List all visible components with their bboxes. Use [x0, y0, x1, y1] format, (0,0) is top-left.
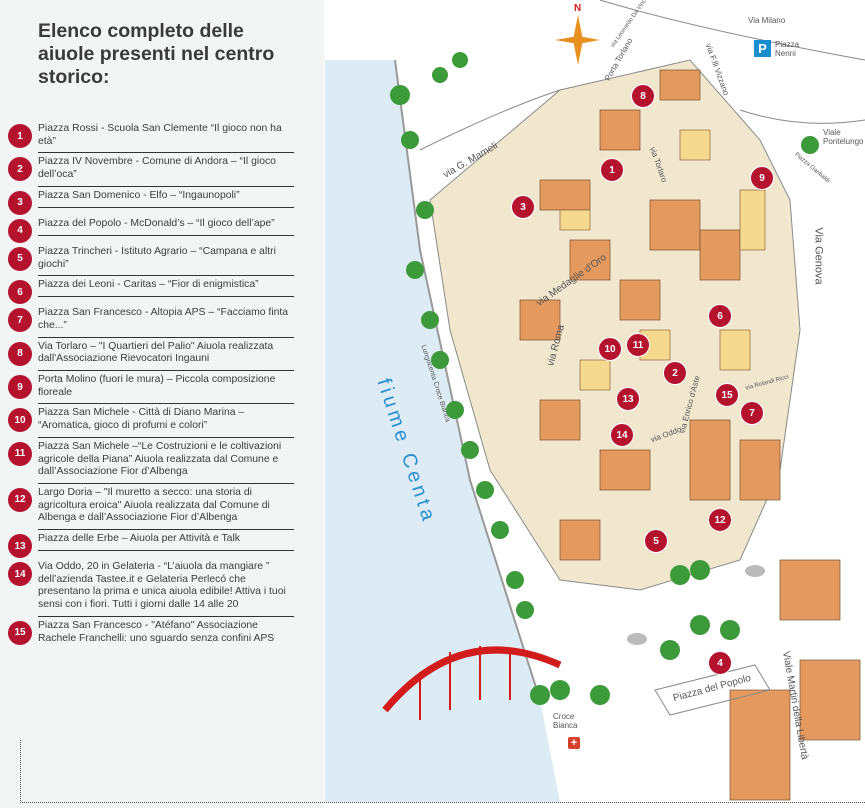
map-marker-3[interactable]: 3 [511, 195, 535, 219]
label-piazza-nenni: Piazza Nenni [775, 40, 800, 58]
list-item-text: Piazza San Francesco - Altopia APS – “Fa… [38, 304, 294, 338]
list-item: 4 Piazza del Popolo - McDonald’s – “Il gi… [8, 215, 294, 243]
map-marker-14[interactable]: 14 [610, 423, 634, 447]
marker-number-badge: 3 [8, 190, 32, 215]
compass-north-label: N [574, 3, 582, 14]
list-item-text: Piazza Trincheri - Istituto Agrario – “C… [38, 243, 294, 277]
marker-number-badge: 4 [8, 218, 32, 243]
parking-icon: P [754, 40, 771, 57]
label-viale-pontelungo: Viale Pontelungo [823, 128, 864, 146]
list-item-text: Largo Doria – "Il muretto a secco: una s… [38, 484, 294, 531]
map-marker-2[interactable]: 2 [663, 361, 687, 385]
red-bridge [382, 646, 562, 713]
marker-number-badge: 14 [8, 562, 32, 587]
dotted-border [20, 740, 21, 803]
map-marker-9[interactable]: 9 [750, 166, 774, 190]
list-item-text: Piazza del Popolo - McDonald’s – “Il gio… [38, 215, 294, 236]
list-item: 13 Piazza delle Erbe – Aiuola per Attivit… [8, 530, 294, 559]
list-item-text: Porta Molino (fuori le mura) – Piccola c… [38, 371, 294, 405]
marker-number-badge: 11 [8, 441, 32, 466]
marker-number-badge: 7 [8, 308, 32, 333]
marker-number-badge: 5 [8, 246, 32, 271]
list-item: 6 Piazza dei Leoni - Caritas – “Fior di e… [8, 276, 294, 305]
label-via-genova: Via Genova [812, 227, 825, 285]
map-marker-1[interactable]: 1 [600, 158, 624, 182]
map-marker-6[interactable]: 6 [708, 304, 732, 328]
marker-number-badge: 12 [8, 487, 32, 512]
list-item-text: Piazza San Francesco - "Atéfano" Associa… [38, 619, 275, 644]
map-marker-10[interactable]: 10 [598, 337, 622, 361]
map-marker-4[interactable]: 4 [708, 651, 732, 675]
legend-panel: Elenco completo delle aiuole presenti ne… [0, 0, 324, 808]
map-marker-12[interactable]: 12 [708, 508, 732, 532]
map-marker-7[interactable]: 7 [740, 401, 764, 425]
label-via-milano: Via Milano [748, 16, 786, 25]
marker-number-badge: 13 [8, 534, 32, 559]
map-marker-13[interactable]: 13 [616, 387, 640, 411]
label-croce-bianca: Croce Bianca [553, 712, 578, 730]
legend-title: Elenco completo delle aiuole presenti ne… [38, 20, 275, 88]
marker-number-badge: 2 [8, 157, 32, 182]
map-marker-15[interactable]: 15 [715, 383, 739, 407]
list-item: 3 Piazza San Domenico - Elfo – “Ingaunopo… [8, 187, 294, 215]
map-marker-8[interactable]: 8 [631, 84, 655, 108]
historic-center-map: N [324, 0, 865, 802]
list-item-text: Piazza San Domenico - Elfo – “Ingaunopol… [38, 187, 294, 208]
list-item-text: Piazza Rossi - Scuola San Clemente “Il g… [38, 120, 294, 154]
marker-number-badge: 10 [8, 408, 32, 433]
list-item-text: Piazza delle Erbe – Aiuola per Attività … [38, 530, 294, 551]
list-item-text: Via Oddo, 20 in Gelateria - “L’aiuola da… [38, 558, 294, 617]
marker-number-badge: 15 [8, 620, 32, 645]
list-item-text: Piazza San Michele –“Le Costruzioni e le… [38, 438, 294, 484]
river-centa [325, 60, 560, 802]
red-cross-icon: + [568, 737, 580, 749]
marker-number-badge: 9 [8, 375, 32, 400]
map-marker-5[interactable]: 5 [644, 529, 668, 553]
map-marker-11[interactable]: 11 [626, 333, 650, 357]
list-item-text: Piazza IV Novembre - Comune di Andora – … [38, 153, 294, 187]
list-item-text: Via Torlaro – "I Quartieri del Palio" Ai… [38, 338, 294, 372]
dotted-border [20, 802, 865, 803]
marker-number-badge: 1 [8, 124, 32, 148]
list-item-text: Piazza San Michele - Città di Diano Mari… [38, 404, 294, 438]
map-illustration [325, 0, 865, 802]
list-item-text: Piazza dei Leoni - Caritas – “Fior di en… [38, 276, 294, 297]
marker-number-badge: 6 [8, 280, 32, 305]
marker-number-badge: 8 [8, 341, 32, 366]
compass-rose-icon [555, 15, 600, 65]
